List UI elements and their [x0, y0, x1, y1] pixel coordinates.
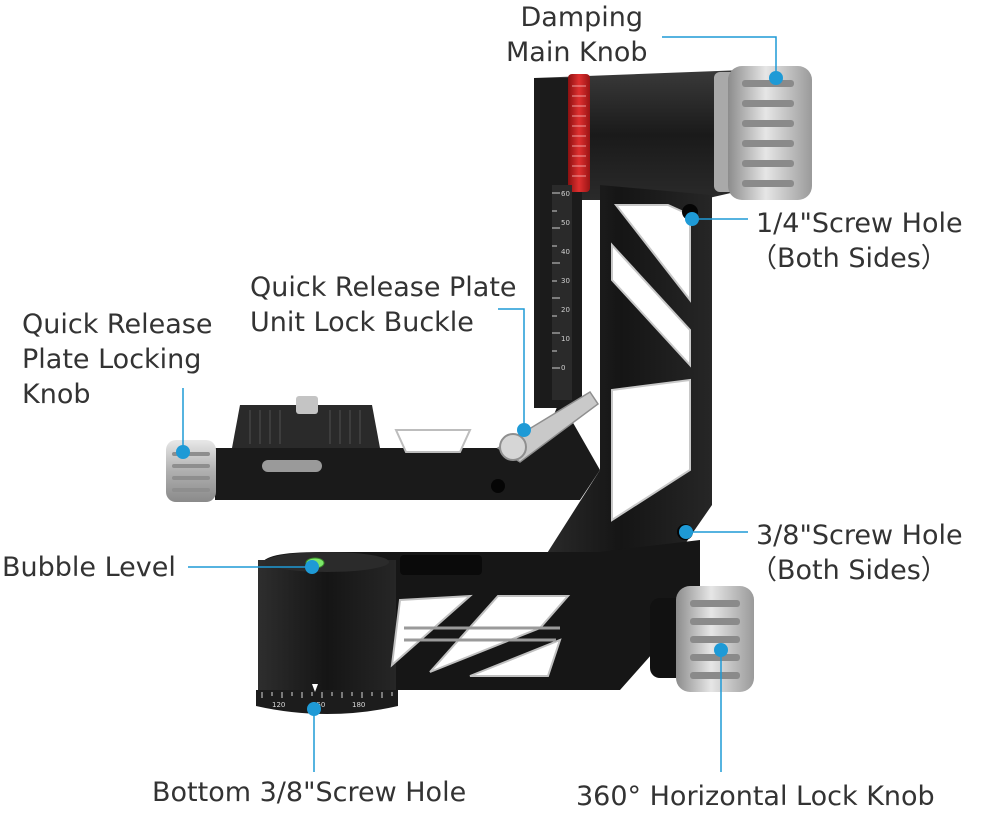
label-bottom-screw-hole: Bottom 3/8"Screw Hole: [152, 775, 466, 810]
callout-lines: [182, 36, 777, 772]
base-scale-number: 120: [272, 701, 285, 709]
base-cutout-low: [469, 638, 562, 677]
label-quarter-line1: 1/4"Screw Hole: [756, 208, 963, 239]
label-bubble-level: Bubble Level: [2, 550, 176, 585]
label-qr-locking-knob: Quick Release Plate Locking Knob: [22, 307, 212, 412]
base-cylinder-top: [265, 552, 389, 572]
plate-slide-screw: [262, 460, 322, 472]
scale-ticks: [552, 192, 560, 369]
label-qr-knob-line1: Quick Release: [22, 309, 213, 340]
callout-dots: [176, 71, 783, 716]
scale-number: 20: [561, 306, 570, 314]
callout-dot-h-knob: [714, 643, 728, 657]
label-bubble-text: Bubble Level: [2, 552, 176, 583]
label-38-line2: （Both Sides）: [750, 555, 948, 586]
scale-number: 50: [561, 219, 570, 227]
arm-cutout-mid: [611, 242, 691, 368]
callout-dot-damping: [769, 71, 783, 85]
label-quarter-screw-hole: 1/4"Screw Hole （Both Sides）: [750, 206, 963, 276]
label-buckle-line1: Quick Release Plate: [250, 272, 517, 303]
label-damping-line2: Main Knob: [506, 37, 648, 68]
base-slot: [400, 555, 482, 575]
label-buckle-line2: Unit Lock Buckle: [250, 307, 474, 338]
camera-screw: [296, 396, 318, 414]
callout-dot-lock-buckle: [517, 423, 531, 437]
label-horizontal-text: 360° Horizontal Lock Knob: [576, 781, 935, 812]
scale-number: 10: [561, 335, 570, 343]
base: 120150180: [256, 540, 700, 714]
scale-number: 60: [561, 190, 570, 198]
scale-number: 30: [561, 277, 570, 285]
callout-dot-38-hole: [679, 525, 693, 539]
h-knob-grooves: [690, 600, 740, 679]
label-damping-main-knob: Damping Main Knob: [506, 0, 648, 70]
qr-knob-body: [166, 440, 216, 502]
qr-locking-knob: [166, 440, 216, 502]
callout-dot-bubble: [305, 560, 319, 574]
base-rails: [404, 626, 560, 642]
label-qr-knob-line2: Plate Locking: [22, 344, 202, 375]
label-horizontal-lock-knob: 360° Horizontal Lock Knob: [576, 779, 935, 814]
label-38-line1: 3/8"Screw Hole: [756, 520, 963, 551]
callout-dot-bottom-hole: [307, 702, 321, 716]
scale-strip: [552, 185, 572, 400]
base-scale-number: 180: [352, 701, 365, 709]
lock-buckle-pivot: [499, 433, 527, 461]
red-dial-ticks: [572, 85, 586, 177]
clamp-hole: [491, 479, 505, 493]
label-38-screw-hole: 3/8"Screw Hole （Both Sides）: [750, 518, 963, 588]
scale-numbers: 60 50 40 30 20 10 0: [561, 190, 570, 372]
quick-release-clamp: [215, 390, 600, 500]
scale-number: 0: [561, 364, 565, 372]
clamp-cutout: [394, 429, 472, 453]
label-qr-knob-line3: Knob: [22, 379, 91, 410]
label-qr-lock-buckle: Quick Release Plate Unit Lock Buckle: [250, 270, 517, 340]
red-dial-ring: [568, 74, 590, 192]
knob-grooves: [742, 80, 794, 187]
base-cylinder: [258, 560, 396, 690]
damping-knob: [714, 66, 812, 200]
base-index-arrow: [312, 684, 318, 692]
scale-number: 40: [561, 248, 570, 256]
label-bottom-text: Bottom 3/8"Screw Hole: [152, 777, 467, 808]
base-cutout-left: [390, 594, 473, 668]
horizontal-lock-knob: [650, 586, 754, 692]
callout-dot-quarter-hole: [685, 212, 699, 226]
callout-dot-qr-knob: [176, 445, 190, 459]
qr-plate-ridges: [249, 410, 361, 444]
label-damping-line1: Damping: [520, 2, 644, 33]
upper-arm: 60 50 40 30 20 10 0: [530, 70, 744, 580]
label-quarter-line2: （Both Sides）: [750, 243, 948, 274]
base-scale-ticks: [261, 692, 393, 698]
arm-cutout-low: [611, 378, 691, 522]
